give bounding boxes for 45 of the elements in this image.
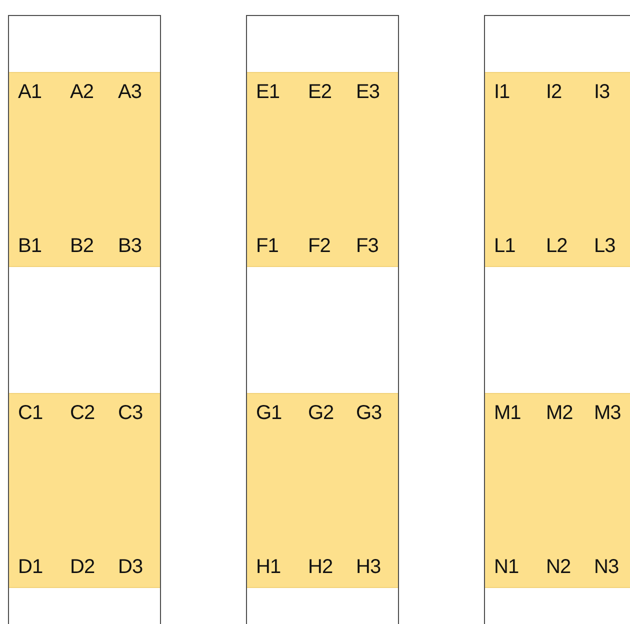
column-box bbox=[484, 15, 630, 624]
cell-label: L3 bbox=[594, 235, 616, 257]
cell-label: I1 bbox=[494, 81, 510, 103]
cell-label: A3 bbox=[118, 81, 142, 103]
cell-label: N2 bbox=[546, 556, 571, 578]
cell-label: B1 bbox=[18, 235, 42, 257]
cell-label: M3 bbox=[594, 402, 621, 424]
cell-label: H1 bbox=[256, 556, 281, 578]
cell-label: C1 bbox=[18, 402, 43, 424]
cell-label: C3 bbox=[118, 402, 143, 424]
cell-label: E2 bbox=[308, 81, 332, 103]
column-box bbox=[246, 15, 399, 624]
cell-label: B3 bbox=[118, 235, 142, 257]
cell-label: D2 bbox=[70, 556, 95, 578]
cell-label: I2 bbox=[546, 81, 562, 103]
cell-label: F3 bbox=[356, 235, 378, 257]
cell-label: I3 bbox=[594, 81, 610, 103]
cell-label: F2 bbox=[308, 235, 330, 257]
shaded-band bbox=[247, 393, 398, 588]
cell-label: L1 bbox=[494, 235, 516, 257]
cell-label: E3 bbox=[356, 81, 380, 103]
shaded-band bbox=[485, 393, 630, 588]
cell-label: G1 bbox=[256, 402, 282, 424]
column-box bbox=[8, 15, 161, 624]
cell-label: A2 bbox=[70, 81, 94, 103]
cell-label: H3 bbox=[356, 556, 381, 578]
cell-label: M2 bbox=[546, 402, 573, 424]
cell-label: G3 bbox=[356, 402, 382, 424]
cell-label: D3 bbox=[118, 556, 143, 578]
cell-label: C2 bbox=[70, 402, 95, 424]
cell-label: H2 bbox=[308, 556, 333, 578]
cell-label: N3 bbox=[594, 556, 619, 578]
cell-label: F1 bbox=[256, 235, 278, 257]
cell-label: N1 bbox=[494, 556, 519, 578]
shaded-band bbox=[247, 72, 398, 267]
shaded-band bbox=[485, 72, 630, 267]
cell-label: M1 bbox=[494, 402, 521, 424]
cell-label: L2 bbox=[546, 235, 568, 257]
cell-label: B2 bbox=[70, 235, 94, 257]
shaded-band bbox=[9, 72, 160, 267]
cell-label: A1 bbox=[18, 81, 42, 103]
cell-label: G2 bbox=[308, 402, 334, 424]
shaded-band bbox=[9, 393, 160, 588]
cell-label: E1 bbox=[256, 81, 280, 103]
cell-label: D1 bbox=[18, 556, 43, 578]
